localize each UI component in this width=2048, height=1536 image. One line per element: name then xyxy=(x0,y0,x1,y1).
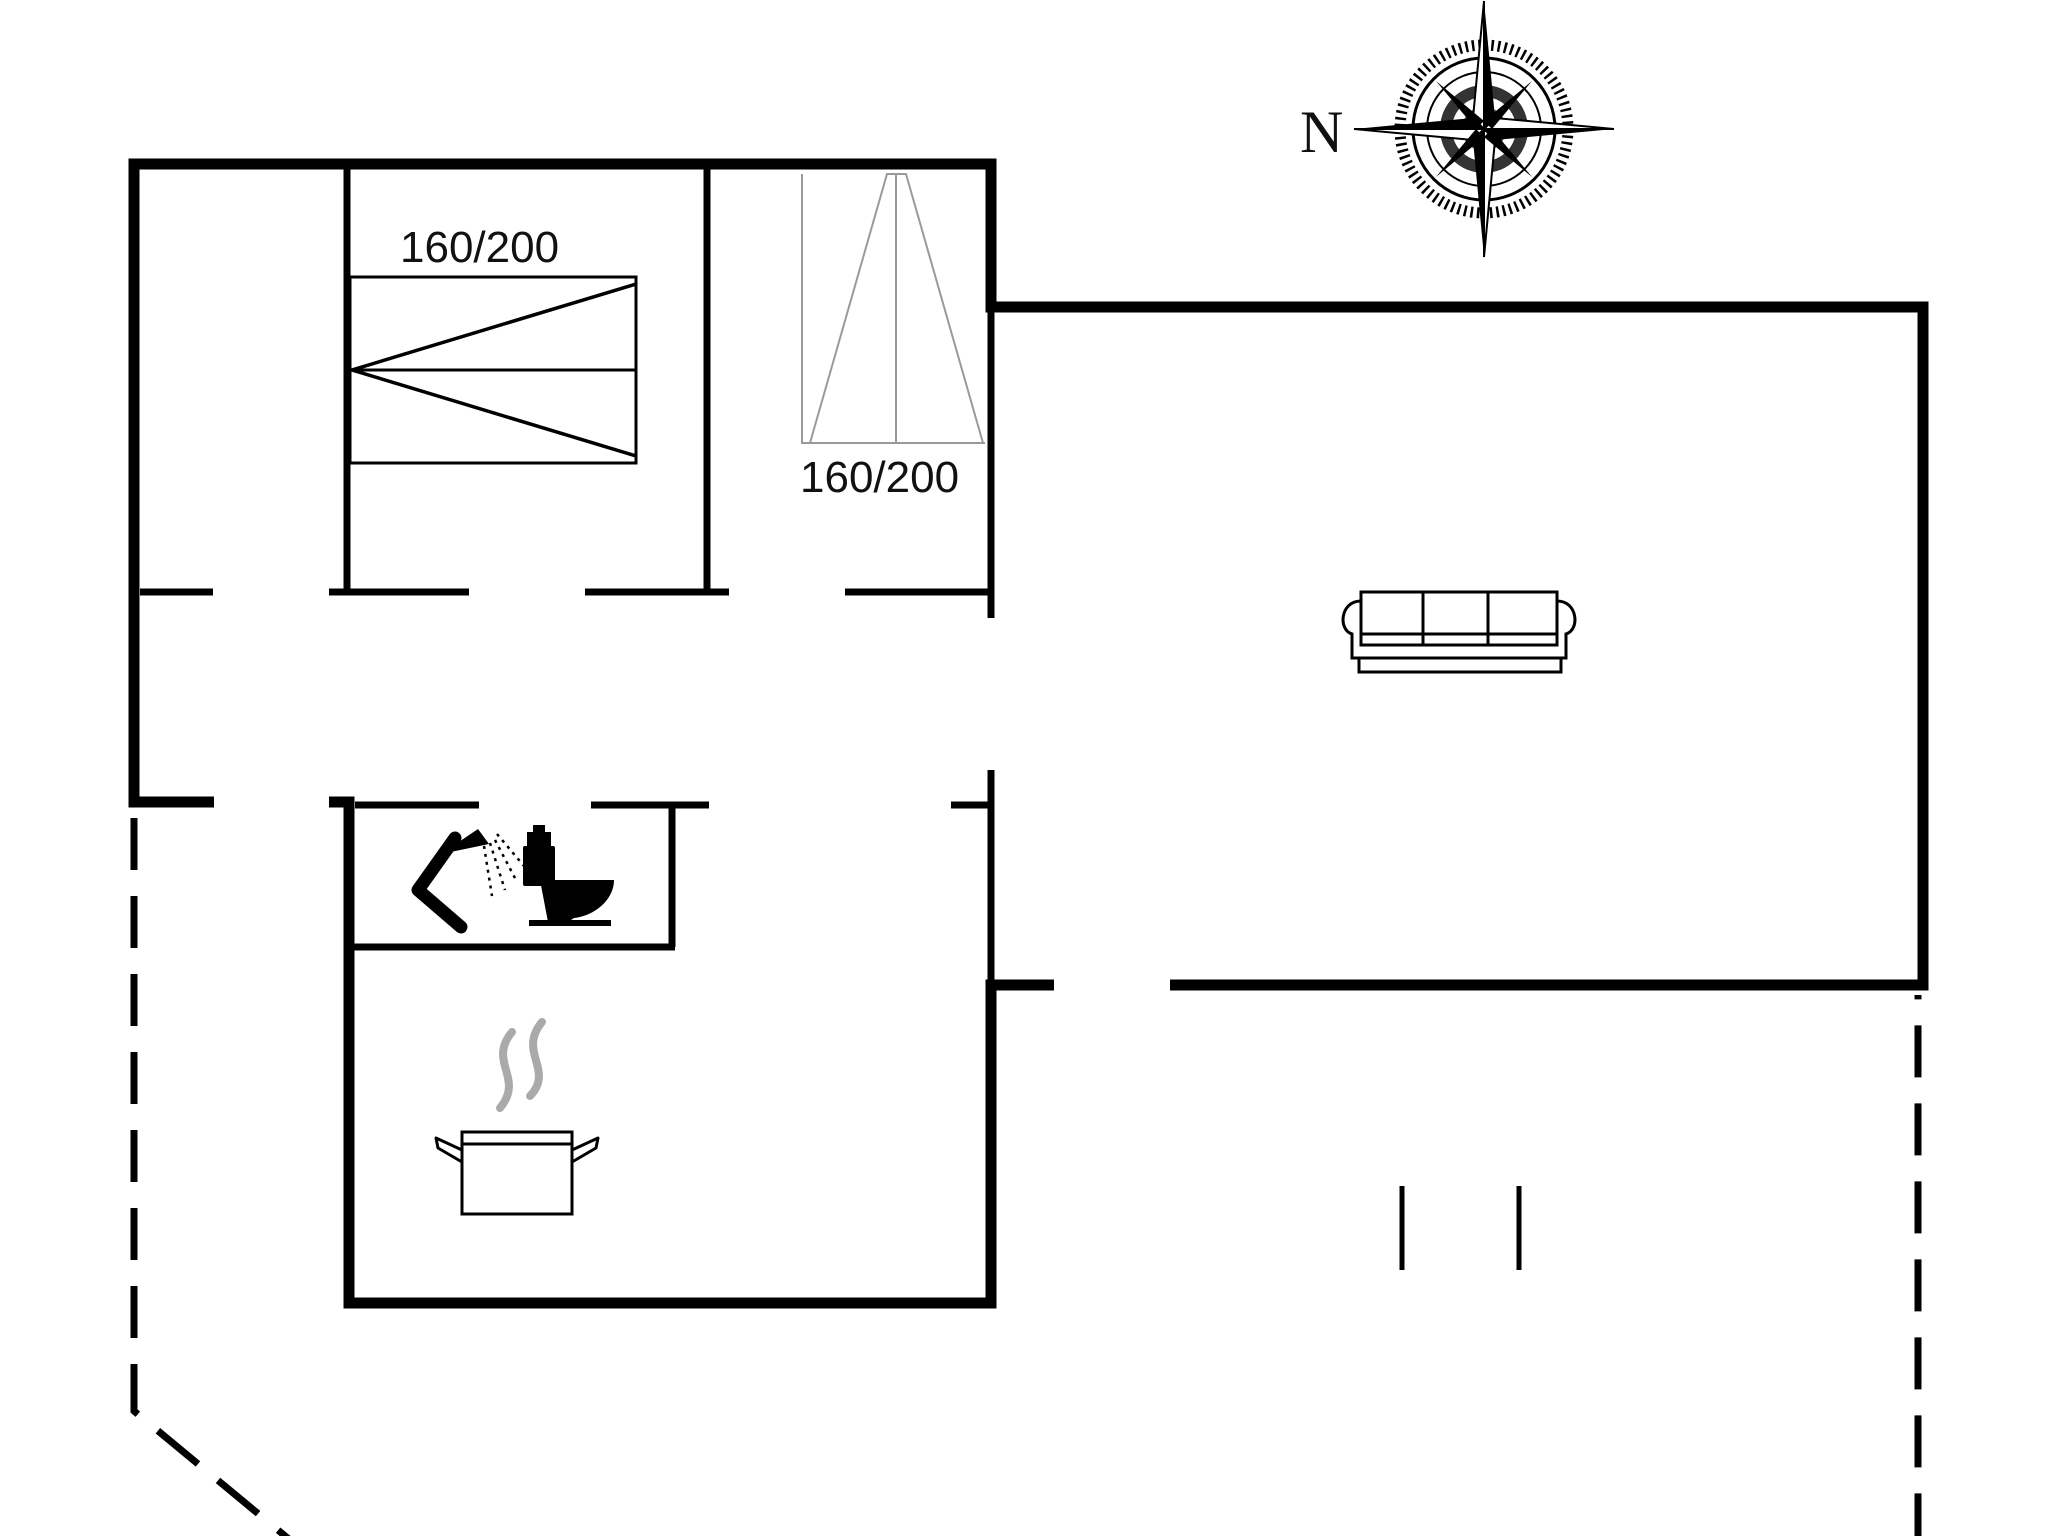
terrace-outline xyxy=(130,818,1922,1536)
walls xyxy=(128,158,1929,1309)
cooking-pot-icon xyxy=(434,1018,600,1216)
outer-wall-main xyxy=(128,158,1929,991)
bathroom-walls xyxy=(352,801,991,951)
bedroom-partitions xyxy=(140,168,991,596)
toilet-icon xyxy=(523,825,614,926)
bed-size-label: 160/200 xyxy=(400,223,559,272)
double-bed-icon xyxy=(345,275,638,465)
terrace-markings xyxy=(1399,1186,1522,1270)
single-beds-icon xyxy=(801,173,985,444)
north-label: N xyxy=(1300,99,1343,165)
bed-size-label: 160/200 xyxy=(800,453,959,502)
compass-rose-icon xyxy=(1353,0,1615,258)
sofa-icon xyxy=(1341,590,1577,674)
outer-wall-bottom-left xyxy=(329,796,1054,1309)
shower-icon xyxy=(411,829,525,934)
